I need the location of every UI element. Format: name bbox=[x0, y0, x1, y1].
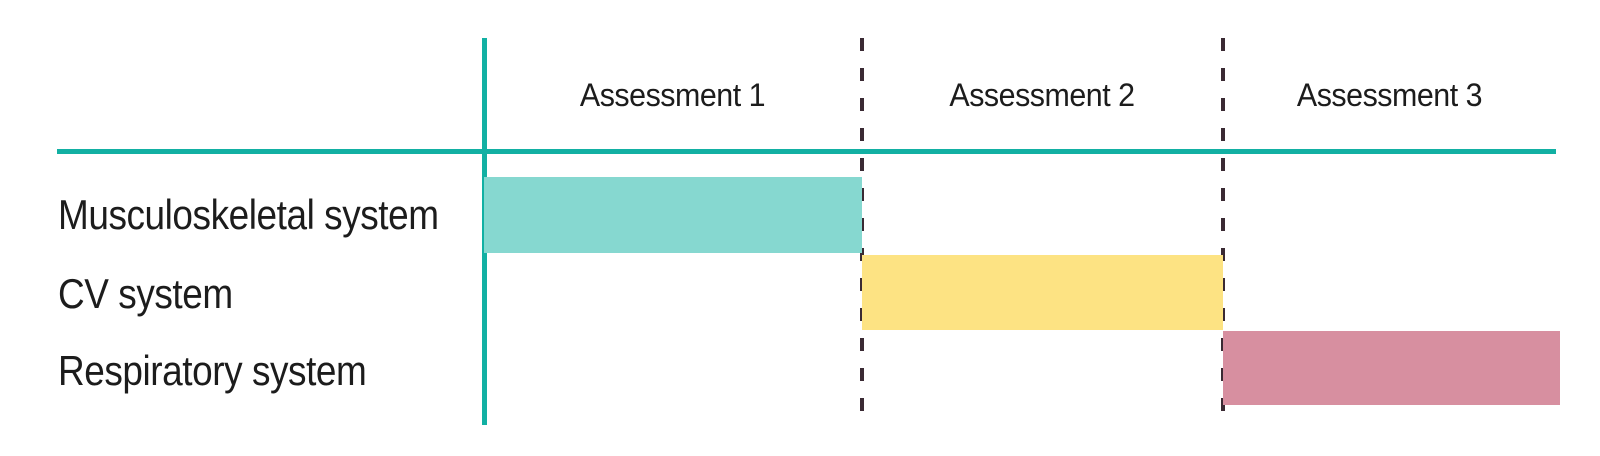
column-header-assessment-2: Assessment 2 bbox=[949, 77, 1135, 113]
bar-musculoskeletal-assessment-1 bbox=[484, 177, 862, 253]
row-label-cv-system: CV system bbox=[58, 270, 233, 317]
column-separator-dashed-line-2 bbox=[1221, 38, 1225, 425]
column-header-assessment-1: Assessment 1 bbox=[579, 77, 766, 113]
row-label-musculoskeletal-system: Musculoskeletal system bbox=[58, 191, 439, 238]
row-label-respiratory-system: Respiratory system bbox=[58, 347, 367, 394]
column-header-assessment-3: Assessment 3 bbox=[1296, 77, 1483, 113]
bar-cv-assessment-2 bbox=[862, 255, 1223, 330]
header-divider-line bbox=[57, 149, 1556, 154]
column-separator-dashed-line-1 bbox=[860, 38, 864, 425]
bar-respiratory-assessment-3 bbox=[1223, 331, 1560, 405]
